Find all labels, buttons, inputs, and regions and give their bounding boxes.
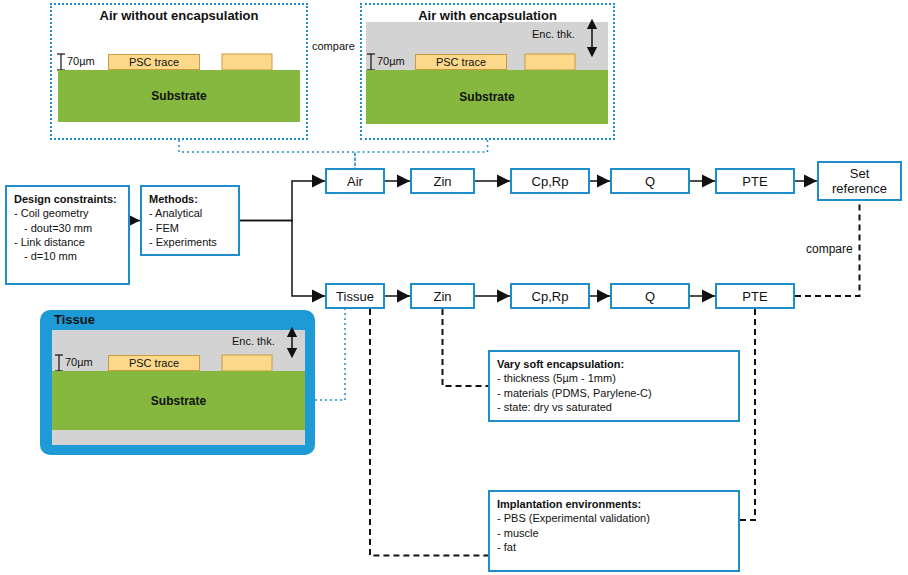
substrate-layer: Substrate (52, 371, 305, 430)
node-text: Substrate (151, 394, 206, 408)
node-text: Air (347, 174, 363, 189)
connector (179, 140, 355, 168)
node-text: - muscle (497, 526, 731, 540)
node-text: Q (645, 174, 655, 189)
node-text: - thickness (5µm - 1mm) (497, 371, 731, 385)
note-box: Design constraints:- Coil geometry- dout… (5, 185, 130, 285)
connector (370, 309, 488, 556)
dimension-label: Enc. thk. (232, 335, 275, 347)
psc-pad (525, 54, 575, 70)
node-text: - FEM (149, 221, 231, 235)
enc-thickness-arrow (291, 332, 293, 353)
connector (690, 295, 715, 297)
note-box: Vary soft encapsulation:- thickness (5µm… (488, 350, 740, 422)
note-box: Implantation environments:- PBS (Experim… (488, 490, 740, 572)
node-text: Zin (433, 174, 451, 189)
process-box: Tissue (325, 283, 385, 309)
connector (355, 140, 488, 168)
psc-pad (222, 355, 272, 371)
dimension-label: 70µm (67, 55, 95, 67)
process-box: Air (325, 168, 385, 194)
connector (690, 180, 715, 182)
substrate-layer: Substrate (366, 70, 608, 124)
node-text: - d=10 mm (14, 249, 121, 263)
connector (130, 220, 140, 222)
node-text: Cp,Rp (532, 289, 569, 304)
connector (795, 180, 817, 182)
node-text: - materials (PDMS, Parylene-C) (497, 386, 731, 400)
connector (385, 295, 410, 297)
node-text: Air without encapsulation (56, 8, 302, 23)
connector (240, 221, 325, 296)
compare-note: compare (312, 40, 355, 52)
node-text: Implantation environments: (497, 497, 731, 511)
psc-trace: PSC trace (108, 355, 200, 371)
connector (240, 181, 325, 221)
connector (795, 201, 860, 296)
process-box: Zin (410, 168, 475, 194)
node-text: PSC trace (129, 56, 179, 68)
connector (315, 309, 345, 400)
process-box: PTE (715, 283, 795, 309)
connector (443, 309, 489, 386)
process-box: Set reference (817, 161, 902, 201)
node-text: Design constraints: (14, 192, 121, 206)
encapsulation-layer (52, 330, 305, 445)
node-text: - fat (497, 540, 731, 554)
dimension-label: 70µm (377, 55, 405, 67)
psc-pad (222, 54, 272, 70)
node-text: Substrate (459, 90, 514, 104)
node-text: Q (645, 289, 655, 304)
psc-trace: PSC trace (415, 54, 507, 70)
encapsulation-layer (366, 22, 608, 124)
process-box: Zin (410, 283, 475, 309)
node-text: PSC trace (129, 357, 179, 369)
node-text: Tissue (336, 289, 374, 304)
connector (475, 295, 510, 297)
node-text: Air with encapsulation (366, 8, 609, 23)
node-text: Substrate (151, 89, 206, 103)
process-box: Cp,Rp (510, 283, 590, 309)
connector (590, 180, 610, 182)
connector (740, 309, 755, 520)
node-text: - Coil geometry (14, 206, 121, 220)
dimension-label: Enc. thk. (532, 28, 575, 40)
process-box: PTE (715, 168, 795, 194)
process-box: Q (610, 168, 690, 194)
node-text: Cp,Rp (532, 174, 569, 189)
connector (475, 180, 510, 182)
note-box: Methods:- Analytical- FEM- Experiments (140, 185, 240, 256)
node-text: Vary soft encapsulation: (497, 357, 731, 371)
node-text: - Experiments (149, 235, 231, 249)
connector (385, 180, 410, 182)
substrate-layer: Substrate (58, 70, 300, 122)
psc-trace: PSC trace (108, 54, 200, 70)
node-text: Tissue (54, 312, 301, 327)
node-text: Zin (433, 289, 451, 304)
connector-label: compare (804, 242, 855, 256)
process-box: Q (610, 283, 690, 309)
dimension-label: 70µm (65, 356, 93, 368)
node-text: - dout=30 mm (14, 221, 121, 235)
node-text: - PBS (Experimental validation) (497, 511, 731, 525)
connector (590, 295, 610, 297)
node-text: - Analytical (149, 206, 231, 220)
node-text: Set reference (825, 166, 894, 196)
node-text: - state: dry vs saturated (497, 400, 731, 414)
tissue-ground (40, 310, 315, 455)
node-text: PSC trace (436, 56, 486, 68)
node-text: PTE (742, 289, 767, 304)
scenario-panel: Air without encapsulationPSC traceSubstr… (50, 3, 308, 140)
enc-thickness-arrow (591, 24, 593, 52)
node-text: - Link distance (14, 235, 121, 249)
node-text: PTE (742, 174, 767, 189)
tissue-panel: TissuePSC traceSubstrate (40, 310, 315, 455)
node-text: Methods: (149, 192, 231, 206)
scenario-panel: Air with encapsulationPSC traceSubstrate (360, 3, 615, 140)
process-box: Cp,Rp (510, 168, 590, 194)
